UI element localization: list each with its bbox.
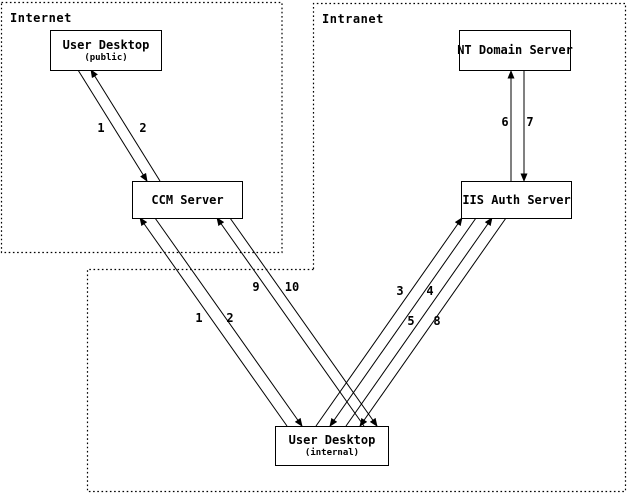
node-title: NT Domain Server: [457, 43, 573, 57]
arrow-5-internal-desktop-to-iis: [345, 217, 493, 427]
arrow-10-ccm-to-internal-desktop: [229, 217, 378, 427]
node-subtitle: (public): [84, 52, 128, 63]
node-user-desktop-internal: User Desktop (internal): [275, 426, 389, 466]
node-iis-auth-server: IIS Auth Server: [461, 181, 572, 219]
edge-label-2-internal: 2: [226, 311, 233, 325]
node-title: IIS Auth Server: [462, 192, 571, 207]
edge-label-3: 3: [396, 284, 403, 298]
edge-label-5: 5: [407, 314, 414, 328]
node-nt-domain-server: NT Domain Server: [457, 30, 573, 71]
internet-zone-label: Internet: [10, 11, 72, 25]
edge-label-6: 6: [501, 115, 508, 129]
edge-label-10: 10: [285, 280, 299, 294]
internal-zone-border: [86, 268, 626, 493]
arrow-9-internal-desktop-to-ccm: [216, 217, 365, 427]
intranet-zone-label: Intranet: [322, 12, 384, 26]
arrow-3-internal-desktop-to-iis: [315, 217, 463, 427]
node-title: User Desktop: [288, 433, 376, 447]
arrow-8-iis-to-internal-desktop: [359, 217, 507, 427]
node-subtitle: (internal): [304, 448, 360, 458]
arrow-4-iis-to-internal-desktop: [329, 217, 477, 427]
arrow-2-ccm-to-internal-desktop: [154, 217, 303, 427]
edge-label-4: 4: [426, 284, 433, 298]
node-user-desktop-public: User Desktop (public): [50, 30, 162, 71]
edge-label-8: 8: [433, 314, 440, 328]
edge-label-1-internal: 1: [195, 311, 202, 325]
node-title: CCM Server: [151, 192, 224, 207]
edge-label-2-public: 2: [139, 121, 146, 135]
intranet-zone-border: [312, 2, 627, 492]
node-ccm-server: CCM Server: [132, 181, 243, 219]
arrow-1-internal-desktop-to-ccm: [139, 217, 288, 427]
edge-label-9: 9: [252, 280, 259, 294]
edge-label-7: 7: [526, 115, 533, 129]
arrow-1-public-desktop-to-ccm: [77, 69, 148, 182]
edge-label-1-public: 1: [97, 121, 104, 135]
node-title: User Desktop: [62, 37, 150, 52]
arrow-2-ccm-to-public-desktop: [90, 69, 161, 182]
